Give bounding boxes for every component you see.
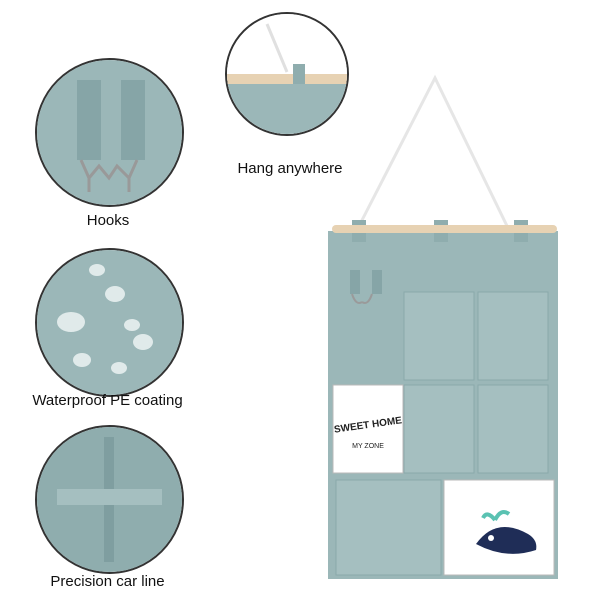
water-drop-icon (57, 264, 153, 374)
caption-waterproof: Waterproof PE coating (32, 392, 183, 409)
hanging-rope (356, 74, 510, 229)
pocket-sweet-home (332, 384, 404, 474)
whale-icon (476, 510, 537, 554)
detail-stitching-circle (35, 425, 184, 574)
caption-hooks: Hooks (86, 212, 130, 229)
wooden-rod-icon (227, 74, 347, 84)
pocket-row1-left (403, 291, 475, 381)
pocket-row3-left (335, 479, 442, 576)
pocket-row2-middle (403, 384, 475, 474)
caption-stitching: Precision car line (50, 573, 165, 590)
hook-icon (77, 80, 145, 192)
detail-hang-circle (225, 12, 349, 136)
hook-icon (350, 270, 382, 304)
caption-hang-anywhere: Hang anywhere (237, 160, 343, 177)
detail-hooks-circle (35, 58, 184, 207)
pocket-row1-right (477, 291, 549, 381)
wooden-rod-icon (332, 225, 557, 233)
pocket-row2-right (477, 384, 549, 474)
sweet-home-subtitle: MY ZONE (352, 443, 384, 450)
detail-waterproof-circle (35, 248, 184, 397)
